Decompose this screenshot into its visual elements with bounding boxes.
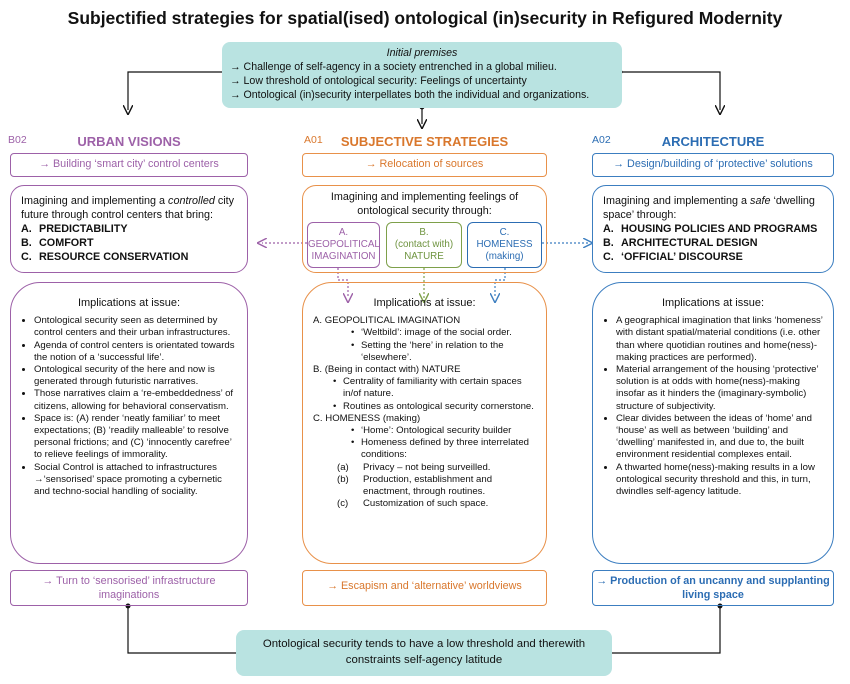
right-heading: ARCHITECTURE [661,134,765,149]
right-implications-heading: Implications at issue: [661,297,765,309]
premise-item: → Challenge of self-agency in a society … [230,61,557,73]
right-list: A.HOUSING POLICIES AND PROGRAMS B.ARCHIT… [603,223,818,263]
middle-code: A01 [304,134,323,146]
middle-footer: → Escapism and ‘alternative’ worldviews [302,570,547,606]
right-imagining-box: Imagining and implementing a safe ‘dwell… [592,185,834,273]
left-imagining-box: Imagining and implementing a controlled … [10,185,248,273]
right-bar: → Design/building of ‘protective’ soluti… [592,153,834,177]
left-implications-box: Implications at issue: Ontological secur… [10,282,248,564]
left-footer: → Turn to ‘sensorised’ infrastructure im… [10,570,248,606]
middle-heading: SUBJECTIVE STRATEGIES [340,134,509,149]
right-implication: Clear divides between the ideas of ‘home… [616,413,823,462]
subbox-nature: B.(contact with)NATURE [386,222,462,268]
left-implication: Ontological security seen as determined … [34,315,237,339]
left-code: B02 [8,134,27,146]
diagram-title: Subjectified strategies for spatial(ised… [67,8,783,28]
left-list: A.PREDICTABILITY B.COMFORT C.RESOURCE CO… [21,223,189,263]
left-implication: Agenda of control centers is orientated … [34,340,237,364]
left-implication: Ontological security of the here and now… [34,364,237,388]
left-implication: Social Control is attached to infrastruc… [34,462,237,499]
right-implication: Material arrangement of the housing ‘pro… [616,364,823,413]
right-footer: → Production of an uncanny and supplanti… [592,570,834,606]
middle-implications-heading: Implications at issue: [373,297,476,309]
left-bar: → Building ‘smart city’ control centers [10,153,248,177]
subbox-homeness: C.HOMENESS(making) [467,222,542,268]
conclusion-box: Ontological security tends to have a low… [236,630,612,676]
middle-bar: → Relocation of sources [302,153,547,177]
premise-item: → Ontological (in)security interpellates… [230,89,590,101]
initial-premises-box: Initial premises → Challenge of self-age… [222,42,622,108]
left-implication: Those narratives claim a ‘re-embeddednes… [34,388,237,412]
premises-heading: Initial premises [386,47,458,59]
right-implication: A thwarted home(ness)-making results in … [616,462,823,499]
left-heading: URBAN VISIONS [77,134,181,149]
right-code: A02 [592,134,611,146]
right-implication: A geographical imagination that links ‘h… [616,315,823,364]
right-implications-box: Implications at issue: A geographical im… [592,282,834,564]
premise-item: → Low threshold of ontological security:… [230,75,527,87]
left-implication: Space is: (A) render ‘neatly familiar’ t… [34,413,237,462]
left-implications-heading: Implications at issue: [77,297,181,309]
middle-implications-box: Implications at issue: A. GEOPOLITICAL I… [302,282,547,564]
middle-imagining-box: Imagining and implementing feelings of o… [302,185,547,273]
